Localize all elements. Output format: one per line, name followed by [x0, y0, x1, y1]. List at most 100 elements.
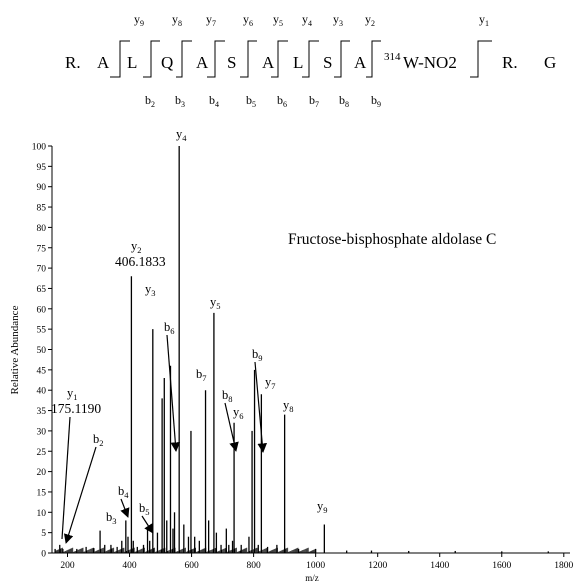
cleavage-bracket-4 — [207, 40, 225, 78]
cleavage-bracket-3 — [176, 40, 192, 78]
residue-8: S — [323, 53, 332, 72]
peak-label-y1: y1 — [67, 386, 78, 402]
residue-11: R. — [502, 53, 518, 72]
peptide-fragmentation-diagram: y9 y8 y7 y6 y5 y4 y3 y2 y1 R. A L Q A S … — [65, 12, 556, 109]
peak-label-y8: y8 — [283, 398, 294, 414]
peak-label-y7: y7 — [265, 375, 276, 391]
residue-prev: R. — [65, 53, 81, 72]
y-tick-label: 55 — [37, 326, 47, 336]
b3-label: b3 — [175, 93, 185, 109]
residue-3: Q — [161, 53, 173, 72]
b9-label: b9 — [371, 93, 381, 109]
peak-label-y3: y3 — [145, 282, 156, 298]
residue-6: A — [262, 53, 275, 72]
x-tick-label: 200 — [60, 561, 75, 571]
x-tick-label: 800 — [246, 561, 261, 571]
x-tick-label: 1000 — [306, 561, 325, 571]
peak-label-b4: b4 — [118, 484, 129, 500]
cleavage-bracket-1 — [110, 40, 130, 78]
cleavage-bracket-10 — [470, 40, 492, 78]
y4-label: y4 — [302, 12, 312, 28]
x-tick-label: 1400 — [430, 561, 449, 571]
peak-label-b6: b6 — [164, 320, 175, 336]
x-axis-title: m/z — [305, 573, 319, 583]
cleavage-bracket-5 — [240, 40, 257, 78]
peak-label-b7: b7 — [196, 367, 207, 383]
b-ion-labels: b2 b3 b4 b5 b6 b7 b8 b9 — [145, 93, 381, 109]
x-tick-label: 400 — [122, 561, 137, 571]
modification-superscript: 314 — [384, 51, 401, 63]
peak-label-y5: y5 — [210, 295, 221, 311]
peak-pointer-b6 — [166, 334, 181, 452]
residue-next: G — [544, 53, 556, 72]
peak-annotations: y1175.1190b2b3b4y2406.1833b5y3b6y4b7y5b8… — [51, 127, 328, 544]
y-tick-label: 15 — [37, 488, 47, 498]
residue-4: A — [196, 53, 209, 72]
y-axis-title: Relative Abundance — [9, 305, 21, 394]
y7-label: y7 — [206, 12, 216, 28]
y-tick-label: 30 — [37, 427, 47, 437]
peak-label-y4: y4 — [176, 127, 187, 143]
y-tick-label: 85 — [37, 204, 47, 214]
b8-label: b8 — [339, 93, 349, 109]
sequence-residues: R. A L Q A S A L S A 314 W-NO2 R. G — [65, 51, 556, 72]
cleavage-brackets — [110, 40, 492, 78]
residue-2: L — [127, 53, 137, 72]
y1-label: y1 — [479, 12, 489, 28]
y-tick-label: 35 — [37, 407, 47, 417]
mz-label-y2: 406.1833 — [115, 254, 166, 269]
y-tick-label: 80 — [37, 224, 47, 234]
y-ion-labels: y9 y8 y7 y6 y5 y4 y3 y2 y1 — [134, 12, 489, 28]
residue-9: A — [354, 53, 367, 72]
peak-label-b3: b3 — [106, 510, 117, 526]
y-tick-label: 50 — [37, 346, 47, 356]
peak-label-y2: y2 — [131, 239, 142, 255]
y-tick-label: 65 — [37, 285, 47, 295]
y-tick-label: 10 — [37, 509, 47, 519]
b6-label: b6 — [277, 93, 287, 109]
peak-label-b2: b2 — [93, 432, 104, 448]
y8-label: y8 — [172, 12, 182, 28]
residue-7: L — [293, 53, 303, 72]
cleavage-bracket-8 — [334, 40, 350, 78]
y-tick-label: 90 — [37, 183, 47, 193]
y-tick-label: 75 — [37, 244, 47, 254]
b5-label: b5 — [246, 93, 256, 109]
cleavage-bracket-2 — [143, 40, 160, 78]
y-tick-label: 70 — [37, 265, 47, 275]
y-tick-label: 25 — [37, 448, 47, 458]
peak-label-y6: y6 — [233, 405, 244, 421]
residue-1: A — [97, 53, 110, 72]
b4-label: b4 — [209, 93, 219, 109]
y-tick-label: 45 — [37, 366, 47, 376]
x-tick-label: 600 — [184, 561, 199, 571]
y-tick-label: 100 — [32, 143, 47, 153]
peak-pointer-b2 — [63, 446, 97, 544]
y-tick-label: 95 — [37, 163, 47, 173]
x-tick-label: 1200 — [368, 561, 387, 571]
peak-pointer-b9 — [254, 361, 268, 453]
cleavage-bracket-6 — [271, 40, 288, 78]
peak-pointer-b5 — [141, 515, 154, 534]
residue-5: S — [227, 53, 236, 72]
b2-label: b2 — [145, 93, 155, 109]
y-axis-ticks: 0510152025303540455055606570758085909510… — [32, 143, 52, 560]
b7-label: b7 — [309, 93, 319, 109]
peak-pointer-b4 — [120, 498, 130, 518]
y6-label: y6 — [243, 12, 253, 28]
y-tick-label: 0 — [41, 550, 46, 560]
cleavage-bracket-9 — [366, 40, 381, 78]
y-tick-label: 5 — [41, 529, 46, 539]
spectrum-peaks — [54, 146, 549, 553]
peak-label-b9: b9 — [252, 347, 263, 363]
peak-pointer-y1 — [61, 416, 71, 540]
cleavage-bracket-7 — [302, 40, 319, 78]
residue-10-modified: W-NO2 — [403, 53, 457, 72]
x-tick-label: 1600 — [492, 561, 511, 571]
y2-label: y2 — [365, 12, 375, 28]
y-tick-label: 20 — [37, 468, 47, 478]
spectrum-axes: 0510152025303540455055606570758085909510… — [9, 143, 574, 584]
y3-label: y3 — [333, 12, 343, 28]
